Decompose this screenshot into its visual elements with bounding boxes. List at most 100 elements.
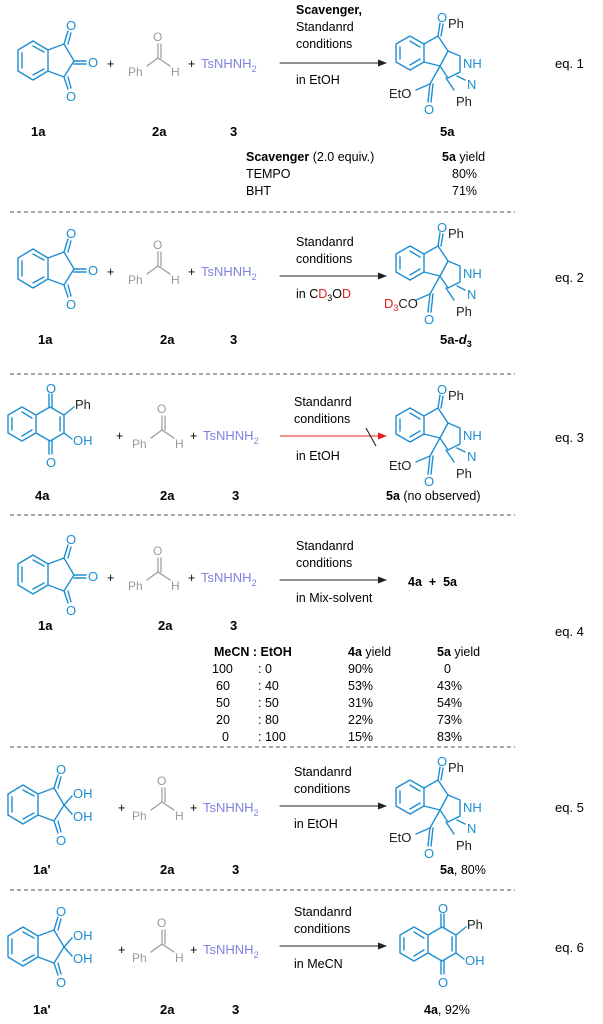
compound-2a-structure: O Ph H [132,402,184,451]
atom-ph: Ph [456,94,472,109]
atom-o: O [66,89,76,104]
compound-2a-structure: O Ph H [128,544,180,593]
compound-label: 3 [232,1002,239,1017]
table-header: Scavenger (2.0 equiv.) [246,150,374,164]
compound-label: 3 [232,488,239,503]
compound-label: 4a [35,488,50,503]
condition-line: conditions [296,252,352,266]
compound-label: 1a' [33,862,51,877]
compound-1a-prime-structure: O O OH OH [7,762,93,848]
compound-2a-structure: O Ph H [128,30,180,79]
table-cell: 90% [348,662,373,676]
atom-o: O [46,381,56,396]
table-cell: : 40 [258,679,279,693]
condition-line: Standanrd [294,905,352,919]
equation-label: eq. 1 [555,56,584,71]
atom-h: H [171,579,180,593]
compound-5a-structure: O Ph NH N EtO O Ph [389,382,482,489]
atom-o: O [437,754,447,769]
atom-oh: OH [73,809,93,824]
compound-label: 1a' [33,1002,51,1017]
table-cell: 71% [452,184,477,198]
equation-label: eq. 6 [555,940,584,955]
atom-ph: Ph [128,65,143,79]
table-cell: 22% [348,713,373,727]
solvent-ratio-table: MeCN : EtOH 4a yield 5a yield 100 : 0 90… [212,645,480,744]
atom-nh: NH [463,428,482,443]
condition-solvent: in EtOH [296,449,340,463]
plus-sign: + [190,801,197,815]
table-header: 5a yield [437,645,480,659]
atom-ph: Ph [456,466,472,481]
scavenger-table: Scavenger (2.0 equiv.) 5a yield TEMPO 80… [246,150,485,198]
reagent-tsnhnh2: TsNHNH2 [203,800,259,818]
equation-5: O O OH OH + O Ph H + TsNHNH2 Standanrd c… [7,754,584,877]
table-cell: : 100 [258,730,286,744]
table-cell: TEMPO [246,167,291,181]
atom-d3co: D3CO [384,296,418,313]
compound-label: 2a [160,862,175,877]
atom-ph: Ph [456,304,472,319]
table-cell: 80% [452,167,477,181]
reagent-tsnhnh2: TsNHNH2 [203,942,259,960]
plus-sign: + [107,265,114,279]
compound-4a-structure: O O Ph OH [7,381,93,470]
atom-ph: Ph [132,951,147,965]
condition-line: Standanrd [296,235,354,249]
condition-line: Standanrd [296,539,354,553]
compound-label: 3 [232,862,239,877]
table-cell: 83% [437,730,462,744]
compound-label: 3 [230,332,237,347]
table-cell: 20 [216,713,230,727]
equation-label: eq. 2 [555,270,584,285]
atom-o: O [437,220,447,235]
atom-nh: NH [463,266,482,281]
compound-label: 2a [158,618,173,633]
atom-o: O [66,226,76,241]
atom-ph: Ph [448,226,464,241]
equation-label: eq. 4 [555,624,584,639]
reagent-tsnhnh2: TsNHNH2 [201,56,257,74]
atom-o: O [56,833,66,848]
atom-nh: NH [463,56,482,71]
reagent-tsnhnh2: TsNHNH2 [201,264,257,282]
atom-h: H [175,437,184,451]
atom-n: N [467,77,476,92]
table-header: 5a yield [442,150,485,164]
condition-line: Standanrd [296,20,354,34]
compound-label: 1a [38,618,53,633]
atom-o: O [56,975,66,990]
atom-n: N [467,287,476,302]
atom-o: O [66,603,76,618]
atom-o: O [153,544,162,558]
table-cell: 0 [444,662,451,676]
compound-label: 2a [152,124,167,139]
condition-solvent: in EtOH [296,73,340,87]
compound-4a-structure: O O Ph OH [399,901,485,990]
atom-eto: EtO [389,458,411,473]
atom-oh: OH [465,953,485,968]
table-cell: 54% [437,696,462,710]
atom-nh: NH [463,800,482,815]
condition-line: conditions [294,412,350,426]
table-cell: 73% [437,713,462,727]
compound-1a-prime-structure: O O OH OH [7,904,93,990]
compound-5a-d3-structure: O Ph NH N D3CO O Ph [384,220,482,327]
equation-1: O O O + O Ph H + TsNHNH2 Scavenger, Stan… [17,3,584,198]
equation-label: eq. 5 [555,800,584,815]
atom-o: O [437,10,447,25]
atom-o: O [88,55,98,70]
atom-oh: OH [73,928,93,943]
compound-label: 1a [31,124,46,139]
plus-sign: + [188,57,195,71]
table-cell: 15% [348,730,373,744]
plus-sign: + [190,943,197,957]
compound-label: 3 [230,124,237,139]
plus-sign: + [190,429,197,443]
condition-line: conditions [294,782,350,796]
atom-o: O [424,474,434,489]
atom-o: O [157,774,166,788]
table-cell: 31% [348,696,373,710]
atom-o: O [424,312,434,327]
